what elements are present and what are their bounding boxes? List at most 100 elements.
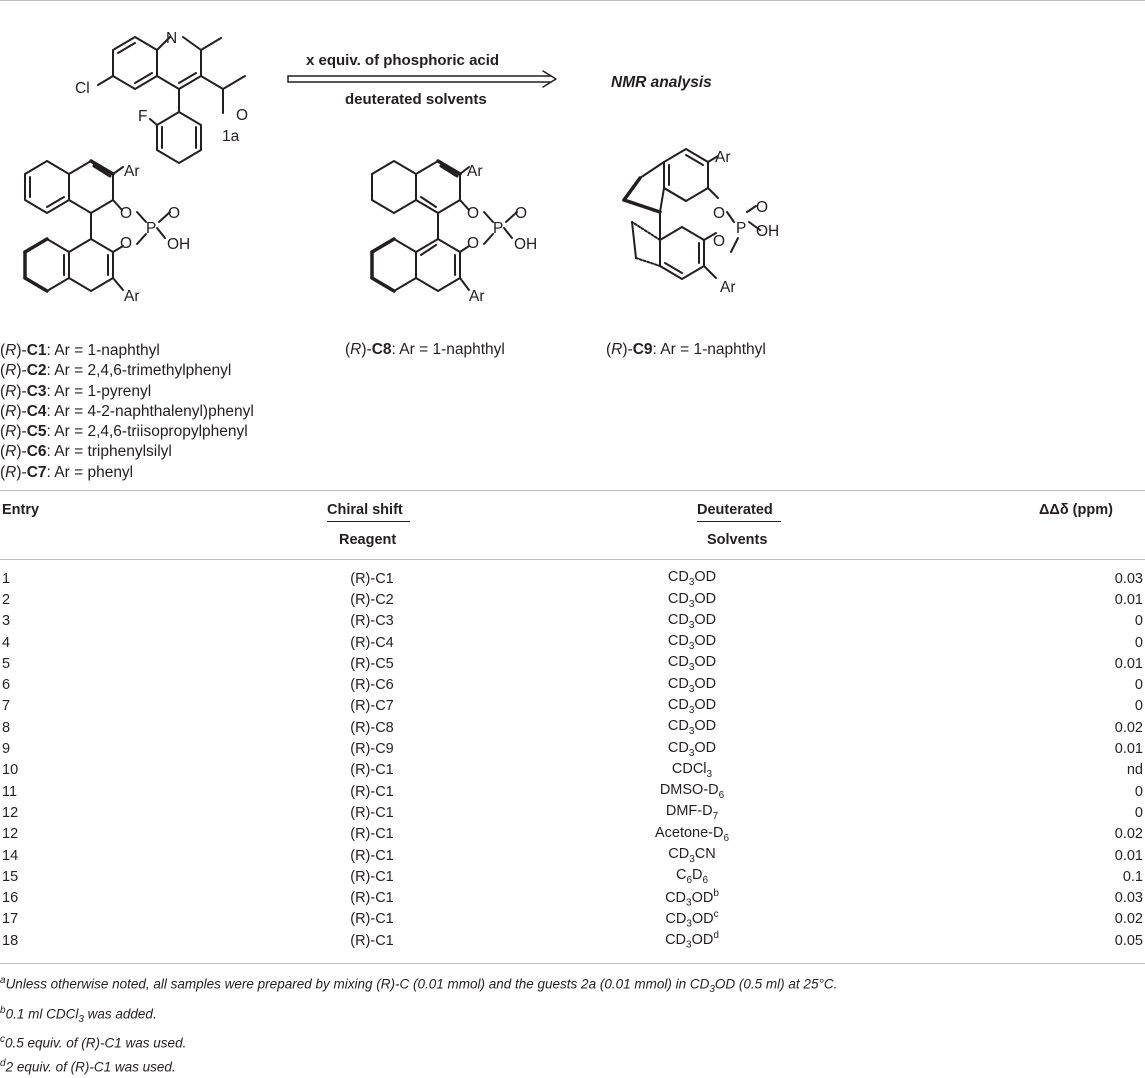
atom-ar: Ar (124, 163, 140, 180)
atom-ar: Ar (469, 288, 485, 305)
atom-p: P (146, 220, 156, 237)
cell-ddd: 0 (1134, 634, 1143, 651)
cell-entry: 9 (2, 741, 11, 758)
h8-binol-structure (370, 159, 518, 293)
atom-oh: OH (167, 236, 190, 253)
table-row: 4 (R)-C4 CD3OD 0 (0, 632, 1145, 653)
cell-solvent: CD3OD (667, 569, 717, 589)
cell-solvent: CD3CN (668, 846, 716, 865)
cell-ddd: 0.03 (1114, 890, 1143, 907)
cell-entry: 15 (2, 868, 19, 885)
binol-structure (23, 159, 171, 293)
atom-f: F (138, 108, 147, 125)
atom-o: O (467, 205, 479, 222)
nmr-analysis-label: NMR analysis (611, 74, 712, 91)
atom-ar: Ar (467, 163, 483, 180)
cell-entry: 16 (2, 890, 19, 907)
atom-o: O (120, 205, 132, 222)
cell-entry: 11 (2, 783, 18, 800)
cell-reagent: (R)-C1 (350, 826, 394, 843)
catalyst-item: (R)-C1: Ar = 1-naphthyl (0, 342, 160, 359)
cell-entry: 10 (2, 762, 19, 779)
cell-reagent: (R)-C9 (350, 741, 394, 758)
cell-reagent: (R)-C1 (350, 868, 394, 885)
cell-ddd: 0.01 (1114, 741, 1143, 758)
arrow-top-label: x equiv. of phosphoric acid (306, 52, 500, 69)
cell-entry: 12 (2, 826, 19, 843)
cell-reagent: (R)-C4 (350, 634, 394, 651)
footnote-b: b0.1 ml CDCl3 was added. (0, 1004, 157, 1025)
c9-label: (R)-C9: Ar = 1-naphthyl (606, 341, 766, 358)
footnote-c: c0.5 equiv. of (R)-C1 was used. (0, 1034, 187, 1051)
cell-solvent: CDCl3 (671, 760, 713, 780)
cell-solvent: CD3OD (667, 675, 717, 695)
catalyst-item: (R)-C3: Ar = 1-pyrenyl (0, 382, 152, 400)
catalyst-item: (R)-C2: Ar = 2,4,6-trimethylphenyl (0, 362, 232, 380)
cell-entry: 7 (2, 698, 11, 715)
spinol-structure (622, 148, 761, 280)
catalyst-item: (R)-C6: Ar = triphenylsilyl (0, 443, 172, 461)
arrow-bottom-label: deuterated solvents (345, 91, 487, 108)
cell-ddd: 0.1 (1122, 868, 1143, 885)
reaction-scheme: N Cl F O 1a Ar O P O OH O Ar Ar O P O OH… (0, 0, 1145, 488)
catalyst-item: (R)-C4: Ar = 4-2-naphthalenyl)phenyl (0, 402, 254, 420)
cell-reagent: (R)-C8 (350, 719, 394, 736)
footnote-d: d2 equiv. of (R)-C1 was used. (0, 1058, 176, 1075)
cell-reagent: (R)-C3 (350, 613, 394, 630)
atom-ar: Ar (715, 149, 731, 166)
scheme-drawing: N Cl F O 1a Ar O P O OH O Ar Ar O P O OH… (23, 30, 779, 305)
catalyst-item: (R)-C7: Ar = phenyl (0, 463, 134, 481)
cell-solvent: CD3OD (667, 654, 717, 674)
atom-o: O (713, 233, 725, 250)
reaction-arrow (287, 70, 557, 88)
atom-ar: Ar (720, 279, 736, 296)
cell-entry: 4 (2, 634, 11, 651)
top-rule (0, 0, 1145, 1)
cell-solvent: DMF-D7 (665, 803, 719, 823)
compound-1a-label: 1a (222, 128, 240, 145)
cell-entry: 12 (2, 804, 19, 821)
cell-reagent: (R)-C1 (350, 932, 394, 949)
cell-solvent: CD3OD (667, 611, 717, 631)
header-underline (327, 521, 410, 522)
cell-reagent: (R)-C1 (350, 762, 394, 779)
footnote-a: aUnless otherwise noted, all samples wer… (0, 975, 838, 996)
table-bottom-rule (0, 963, 1145, 964)
header-reagent: Reagent (339, 532, 397, 548)
cell-entry: 2 (2, 591, 11, 608)
cell-reagent: (R)-C1 (350, 804, 394, 821)
cell-entry: 1 (2, 570, 11, 587)
cell-ddd: 0.03 (1114, 570, 1143, 587)
cell-solvent: CD3OD (667, 633, 717, 652)
cell-reagent: (R)-C6 (350, 677, 394, 694)
atom-p: P (736, 220, 746, 237)
cell-solvent: CD3OD (667, 739, 717, 759)
cell-solvent: C6D6 (675, 867, 709, 887)
cell-reagent: (R)-C5 (350, 655, 394, 672)
cell-solvent: CD3ODd (665, 930, 719, 952)
atom-o: O (168, 205, 180, 222)
cell-solvent: CD3OD (667, 590, 717, 610)
cell-reagent: (R)-C1 (350, 783, 394, 800)
footnotes: aUnless otherwise noted, all samples wer… (0, 971, 837, 1078)
atom-p: P (493, 220, 503, 237)
catalyst-list: (R)-C1: Ar = 1-naphthyl (R)-C2: Ar = 2,4… (0, 341, 254, 483)
header-deuterated: Deuterated (697, 502, 773, 518)
cell-reagent: (R)-C7 (350, 698, 394, 715)
cell-reagent: (R)-C1 (350, 570, 394, 587)
compound-1a-structure (97, 36, 246, 164)
cell-ddd: 0.01 (1114, 847, 1143, 864)
cell-reagent: (R)-C1 (350, 890, 394, 907)
atom-o: O (120, 235, 132, 252)
cell-entry: 5 (2, 655, 11, 672)
